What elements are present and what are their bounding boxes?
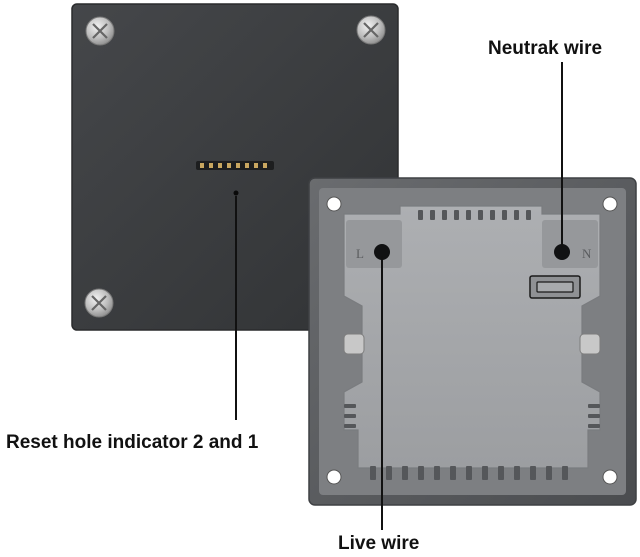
live-terminal xyxy=(374,244,390,260)
pin-connector xyxy=(196,161,274,170)
neutral-terminal xyxy=(554,244,570,260)
rear-housing xyxy=(343,205,601,480)
neutral-wire-label: Neutrak wire xyxy=(488,38,603,59)
reset-hole xyxy=(233,190,239,196)
corner-hole xyxy=(326,196,618,485)
live-wire-label: Live wire xyxy=(338,533,420,554)
terminal-mark-l: L xyxy=(356,246,364,261)
terminal-mark-n: N xyxy=(582,246,592,261)
screw-icon xyxy=(85,16,115,46)
release-tab xyxy=(529,275,581,299)
reset-hole-label: Reset hole indicator 2 and 1 xyxy=(6,432,259,453)
screw-icon xyxy=(84,288,114,318)
screw-icon xyxy=(356,15,386,45)
